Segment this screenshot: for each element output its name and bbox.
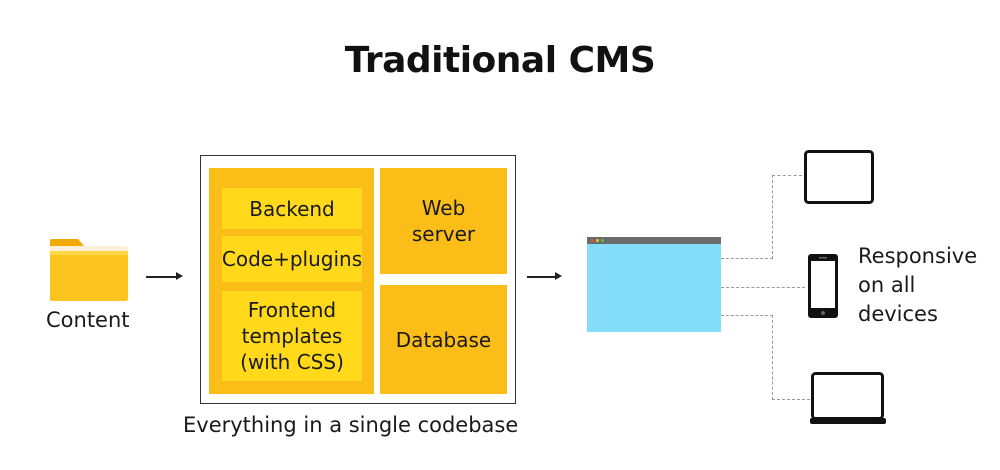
codebase-frame	[200, 155, 516, 404]
backend-label: Backend	[249, 196, 335, 221]
frontend-line3: (with CSS)	[240, 350, 344, 374]
browser-title-bar	[587, 237, 721, 244]
frontend-line2: templates	[241, 324, 343, 348]
backend-block: Backend	[222, 188, 362, 229]
laptop-icon	[810, 372, 886, 424]
page-title: Traditional CMS	[344, 40, 656, 81]
browser-dot-red	[591, 239, 594, 242]
folder-icon	[50, 239, 128, 301]
content-label: Content	[46, 308, 130, 332]
browser-dot-green	[601, 239, 604, 242]
phone-icon	[808, 254, 838, 318]
web-server-line1: Web	[421, 196, 466, 220]
code-plugins-block: Code+plugins	[222, 236, 362, 282]
frontend-templates-block: Frontend templates (with CSS)	[222, 291, 362, 381]
devices-label-line2: on all	[858, 273, 916, 297]
frontend-line1: Frontend	[247, 298, 337, 322]
devices-label: Responsive on all devices	[858, 242, 977, 329]
devices-label-line3: devices	[858, 302, 938, 326]
database-block: Database	[380, 285, 507, 394]
database-label: Database	[395, 327, 492, 352]
browser-dot-yellow	[596, 239, 599, 242]
web-server-block: Web server	[380, 168, 507, 274]
browser-window-icon	[587, 237, 721, 332]
devices-label-line1: Responsive	[858, 244, 978, 268]
web-server-line2: server	[411, 222, 476, 246]
code-plugins-label: Code+plugins	[221, 247, 363, 271]
codebase-caption: Everything in a single codebase	[183, 413, 519, 437]
tablet-icon	[804, 150, 874, 204]
